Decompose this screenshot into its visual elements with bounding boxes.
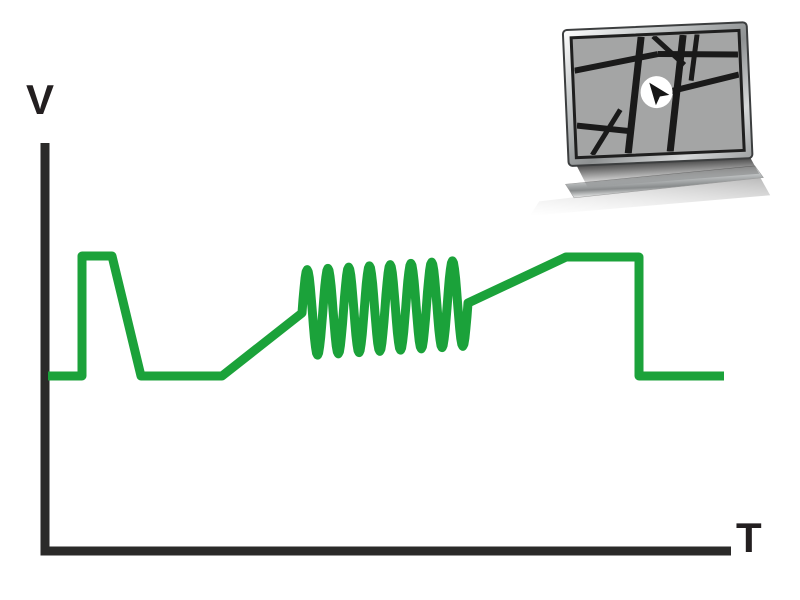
x-axis-label: T [736,514,762,561]
road-line [573,51,659,74]
gps-monitor-illustration [529,21,771,216]
axes: V T [26,76,762,561]
map-roads [573,33,740,156]
nav-arrow-icon [649,82,670,106]
road-line [590,108,623,156]
road-line [576,122,632,135]
monitor-shadow [529,175,771,216]
road-line [688,33,700,81]
road-line [666,34,687,152]
waveform-path [48,251,724,381]
monitor-reflection [576,154,760,188]
road-line [651,34,687,67]
road-line [668,71,740,95]
y-axis-label: V [26,76,54,123]
axes-lines [40,143,731,556]
